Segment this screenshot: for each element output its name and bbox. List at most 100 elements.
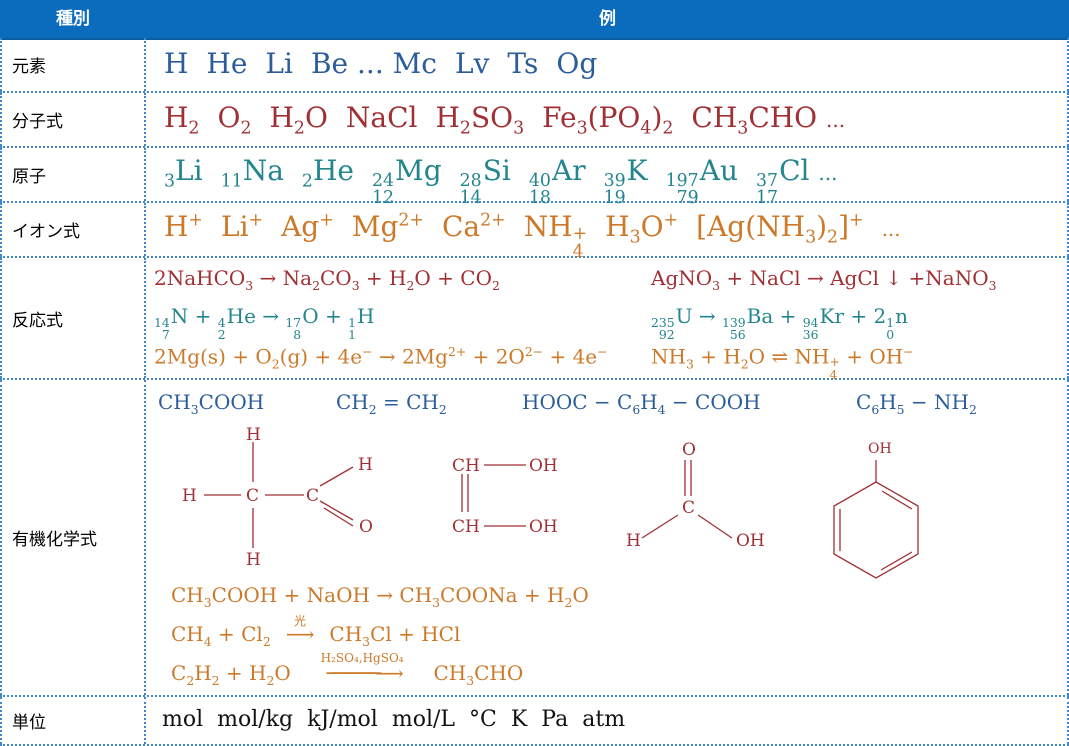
condition-catalyst: H₂SO₄,HgSO₄	[320, 650, 404, 665]
molecular-formula-list: H2 O2 H2O NaCl H2SO3 Fe3(PO4)2 CH3CHO ...	[164, 101, 863, 139]
group-oh: OH	[868, 441, 892, 457]
element-list: H He Li Be ... Mc Lv Ts Og	[164, 47, 615, 80]
group-ch: CH	[452, 456, 480, 476]
ion-li: Li+	[220, 210, 264, 243]
ion-ca: Ca2+	[441, 210, 506, 243]
unit: mol/L	[391, 707, 456, 732]
unit: mol/kg	[217, 707, 294, 732]
formula-h2: H2	[164, 101, 200, 139]
category-label: イオン式	[0, 203, 146, 256]
reaction-hydration: C2H2 + H2O H₂SO₄,HgSO₄────────⟶ CH3CHO	[171, 650, 524, 688]
category-label: 原子	[0, 148, 146, 201]
atom-o: O	[359, 517, 373, 537]
formula-h2so3: H2SO3	[435, 101, 525, 139]
unit: mol	[162, 707, 204, 732]
atom-h: H	[626, 531, 641, 551]
header-type: 種別	[56, 9, 90, 29]
row-molecular-formula: 分子式 H2 O2 H2O NaCl H2SO3 Fe3(PO4)2 CH3CHO ...	[0, 93, 1069, 148]
unit: °C	[469, 707, 497, 732]
formula-aniline: C6H5 − NH2	[856, 390, 977, 417]
formula-ethylene: CH2 = CH2	[336, 390, 447, 417]
example-cell: H2 O2 H2O NaCl H2SO3 Fe3(PO4)2 CH3CHO ...	[146, 93, 1069, 146]
atom-h: H	[358, 455, 373, 475]
ion-ag-nh3: [Ag(NH3)2]+	[696, 210, 864, 248]
nuclide-na: 11Na	[220, 154, 284, 192]
ion-nh4: NH+4	[523, 210, 588, 262]
element: Li	[265, 47, 293, 80]
atom-c: C	[306, 486, 319, 506]
group-oh: OH	[529, 456, 558, 476]
example-cell: CH3COOH CH2 = CH2 HOOC − C6H4 − COOH C6H…	[146, 380, 1069, 695]
atom-h: H	[182, 486, 197, 506]
table-header: 種別 例	[0, 0, 1069, 40]
formula-ch3cho: CH3CHO ...	[691, 101, 846, 139]
category-label: 有機化学式	[0, 380, 146, 695]
unit: kJ/mol	[307, 707, 378, 732]
example-cell: 2NaHCO3 → Na2CO3 + H2O + CO2 AgNO3 + NaC…	[146, 258, 1069, 382]
row-elements: 元素 H He Li Be ... Mc Lv Ts Og	[0, 38, 1069, 93]
element: Ts	[507, 47, 539, 80]
category-label: 分子式	[0, 93, 146, 146]
reaction-chlorination: CH4 + Cl2 光⟶ CH3Cl + HCl	[171, 613, 461, 649]
atom-c: C	[682, 498, 695, 518]
group-oh: OH	[529, 517, 558, 537]
element: H	[164, 47, 189, 80]
example-cell: H He Li Be ... Mc Lv Ts Og	[146, 38, 1069, 91]
row-reactions: 反応式 2NaHCO3 → Na2CO3 + H2O + CO2 AgNO3 +…	[0, 258, 1069, 380]
atom-h: H	[246, 550, 261, 570]
atom-c: C	[246, 486, 259, 506]
ion-h: H+	[164, 210, 203, 243]
reaction-nahco3: 2NaHCO3 → Na2CO3 + H2O + CO2	[154, 266, 500, 293]
ion-ag: Ag+	[281, 210, 334, 243]
formula-o2: O2	[217, 101, 252, 139]
element: Og	[556, 47, 598, 80]
category-label: 元素	[0, 38, 146, 91]
element: He	[206, 47, 248, 80]
header-example: 例	[599, 9, 616, 29]
atom-o: O	[682, 440, 696, 460]
reaction-agno3: AgNO3 + NaCl → AgCl ↓ +NaNO3	[651, 266, 997, 293]
reaction-neutralization: CH3COOH + NaOH → CH3COONa + H2O	[171, 583, 589, 610]
ellipsis: ...	[881, 217, 901, 241]
formula-nacl: NaCl	[345, 101, 418, 134]
unit: K	[510, 707, 528, 732]
category-label: 反応式	[0, 258, 146, 378]
reaction-nh3: NH3 + H2O ⇌ NH+4 + OH−	[651, 344, 914, 382]
formula-fe3po42: Fe3(PO4)2	[542, 101, 674, 139]
row-organic: 有機化学式 CH3COOH CH2 = CH2 HOOC − C6H4 − CO…	[0, 380, 1069, 697]
ion-h3o: H3O+	[605, 210, 679, 248]
ion-list: H+ Li+ Ag+ Mg2+ Ca2+ NH+4 H3O+ [Ag(NH3)2]+...	[164, 210, 919, 261]
nuclide-he: 2He	[301, 154, 354, 192]
example-cell: H+ Li+ Ag+ Mg2+ Ca2+ NH+4 H3O+ [Ag(NH3)2]+...	[146, 203, 1069, 261]
condition-light: 光	[294, 613, 307, 628]
reaction-mg-o2: 2Mg(s) + O2(g) + 4e− → 2Mg2+ + 2O2− + 4e…	[154, 344, 608, 372]
row-ions: イオン式 H+ Li+ Ag+ Mg2+ Ca2+ NH+4 H3O+ [Ag(NH3)2]+…	[0, 203, 1069, 261]
ion-mg: Mg2+	[351, 210, 424, 243]
formula-terephthalic: HOOC − C6H4 − COOH	[522, 390, 761, 417]
structural-formulas: H H H C C H O CH OH CH OH O C H OH OH	[182, 425, 919, 579]
nuclide-li: 3Li	[164, 154, 203, 192]
group-oh: OH	[736, 531, 765, 551]
atom-h: H	[246, 425, 261, 445]
category-label: 単位	[0, 697, 146, 744]
group-ch: CH	[452, 517, 480, 537]
element: Be ... Mc	[310, 47, 437, 80]
formula-h2o: H2O	[269, 101, 328, 139]
formula-acetic-acid: CH3COOH	[158, 390, 265, 417]
element: Lv	[454, 47, 490, 80]
